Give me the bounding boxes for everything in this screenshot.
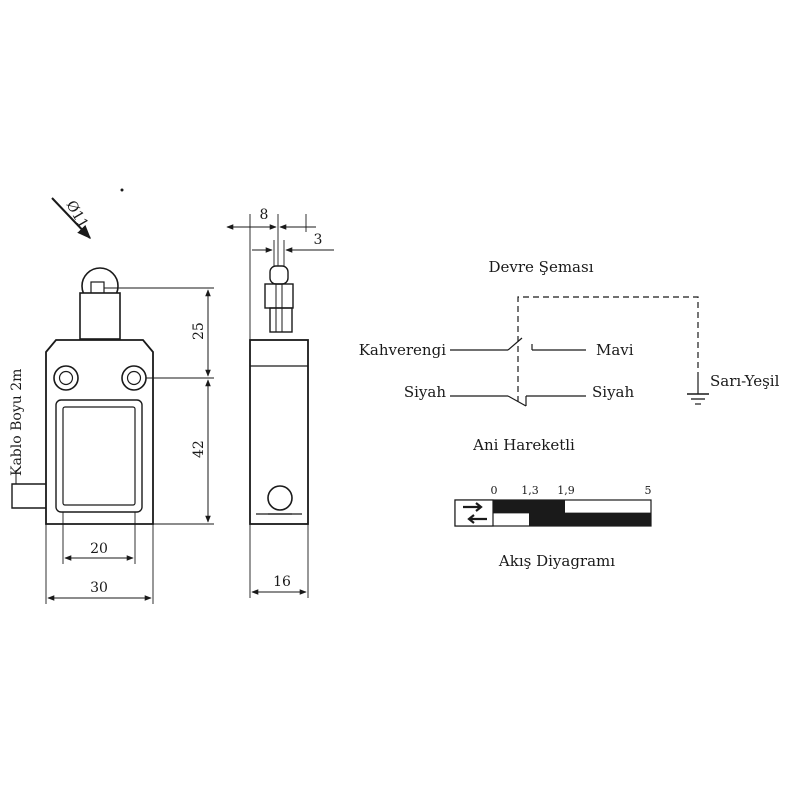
cable-stub: [11, 483, 46, 509]
roller-width-value: 3: [314, 232, 323, 248]
contact-nc-arm: [507, 337, 523, 351]
top-width-value: 8: [260, 207, 269, 223]
depth-value: 16: [273, 574, 291, 590]
flow-diagram: 0 1,3 1,9 5 Akış Diyagramı: [454, 484, 652, 570]
circuit-diagram: Devre Şeması Sarı-Yeşil Kahverengi Mavi …: [359, 258, 780, 454]
plunger: [79, 292, 121, 340]
flow-arrow-right-icon: [463, 502, 483, 512]
dashed-enclosure: [517, 296, 699, 402]
wire-brown-label: Kahverengi: [359, 341, 446, 359]
body-height-value: 42: [191, 440, 207, 458]
action-label: Ani Hareketli: [472, 436, 575, 454]
scale-label-3: 5: [645, 484, 652, 497]
side-body: [249, 339, 309, 525]
switch-body: [45, 339, 154, 525]
mounting-hole-right-inner: [126, 370, 142, 386]
ground-label: Sarı-Yeşil: [710, 372, 780, 390]
outer-width-value: 30: [90, 580, 108, 596]
front-view: Ø11 Kablo Boyu 2m 25 42 20 30: [9, 197, 214, 604]
circuit-title: Devre Şeması: [488, 258, 593, 276]
side-cable-gland: [267, 485, 293, 511]
wire-black-left-label: Siyah: [404, 383, 446, 401]
scale-label-0: 0: [491, 484, 498, 497]
cable-length-label: Kablo Boyu 2m: [9, 369, 25, 476]
wire-blue-label: Mavi: [596, 341, 634, 359]
flow-title: Akış Diyagramı: [498, 552, 615, 570]
cover-inner: [62, 406, 136, 506]
flow-bottom-closed-bar: [529, 513, 651, 526]
mounting-hole-right: [121, 365, 147, 391]
scale-label-1: 1,3: [521, 484, 539, 497]
scale-label-2: 1,9: [557, 484, 575, 497]
side-roller: [269, 265, 289, 285]
mounting-hole-left-inner: [58, 370, 74, 386]
cover-outer: [55, 399, 143, 513]
diameter-leader: [51, 197, 91, 240]
contact-no-arm: [507, 395, 527, 407]
wire-black-right-label: Siyah: [592, 383, 634, 401]
side-plunger-upper: [264, 283, 294, 309]
side-view: 8 3 16: [226, 207, 334, 598]
flow-arrow-left-icon: [467, 514, 487, 524]
inner-width-value: 20: [90, 541, 108, 557]
flow-top-closed-bar: [493, 500, 565, 513]
top-height-value: 25: [191, 322, 207, 340]
mounting-hole-left: [53, 365, 79, 391]
stray-dot: [120, 188, 124, 192]
side-plunger-lower: [269, 307, 293, 333]
